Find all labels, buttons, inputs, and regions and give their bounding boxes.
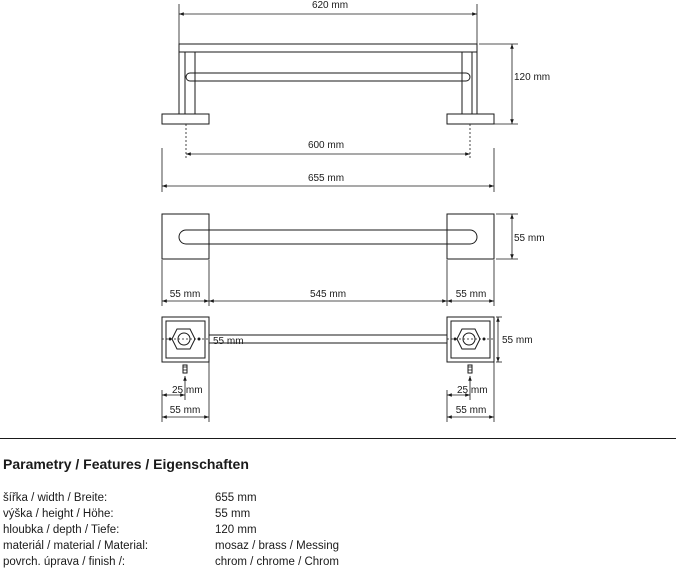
left-arm xyxy=(184,51,196,115)
right-base-inner xyxy=(450,320,491,359)
dim-label-inner: 600 mm xyxy=(308,140,344,151)
spec-label: šířka / width / Breite: xyxy=(3,492,108,504)
dim-label-hole-left: 25 mm xyxy=(172,385,203,396)
spec-label: materiál / material / Material: xyxy=(3,540,149,552)
dim-label-front-height: 55 mm xyxy=(514,233,545,244)
spec-row-depth: hloubka / depth / Tiefe: 120 mm xyxy=(3,522,415,538)
specs-title: Parametry / Features / Eigenschaften xyxy=(3,456,249,472)
dim-label-top-overall: 620 mm xyxy=(312,0,348,11)
top-view: 620 mm 120 mm 600 mm 655 mm xyxy=(161,0,550,192)
spec-label: povrch. úprava / finish /: xyxy=(3,556,126,568)
dim-label-base-left-inner: 55 mm xyxy=(213,336,244,347)
dim-label-plate-right: 55 mm xyxy=(456,405,487,416)
dim-label-plate-left: 55 mm xyxy=(170,405,201,416)
dim-label-left-mount: 55 mm xyxy=(170,289,201,300)
spec-value: 55 mm xyxy=(215,508,251,520)
right-screw-icon xyxy=(467,364,473,390)
spec-row-width: šířka / width / Breite: 655 mm xyxy=(3,490,415,506)
right-base xyxy=(446,113,495,125)
dim-label-right-mount: 55 mm xyxy=(456,289,487,300)
spec-value: chrom / chrome / Chrom xyxy=(215,556,339,568)
left-mount-plate xyxy=(161,213,210,260)
spec-value: 655 mm xyxy=(215,492,257,504)
left-base xyxy=(161,113,210,125)
spec-label: hloubka / depth / Tiefe: xyxy=(3,524,120,536)
spec-row-material: materiál / material / Material: mosaz / … xyxy=(3,538,415,554)
dim-label-hole-right: 25 mm xyxy=(457,385,488,396)
dim-label-total: 655 mm xyxy=(308,173,344,184)
dim-label-center-span: 545 mm xyxy=(310,289,346,300)
bar-top-edge xyxy=(178,43,478,53)
rod-left-end xyxy=(178,229,209,245)
left-screw-icon xyxy=(182,364,188,390)
spec-value: 120 mm xyxy=(215,524,257,536)
technical-drawing: 620 mm 120 mm 600 mm 655 mm xyxy=(161,0,550,422)
section-divider xyxy=(0,438,676,439)
left-base-inner xyxy=(165,320,206,359)
rod-right-end xyxy=(447,229,478,245)
right-mount-plate xyxy=(446,213,495,260)
towel-rod xyxy=(185,72,471,82)
spec-row-height: výška / height / Höhe: 55 mm xyxy=(3,506,415,522)
spec-value: mosaz / brass / Messing xyxy=(215,540,339,552)
dim-label-base-right: 55 mm xyxy=(502,335,533,346)
base-view: 55 mm 55 mm 25 mm 25 mm xyxy=(161,316,533,422)
specs-table: šířka / width / Breite: 655 mm výška / h… xyxy=(3,490,415,570)
dim-label-depth: 120 mm xyxy=(514,72,550,83)
spec-label: výška / height / Höhe: xyxy=(3,508,114,520)
front-view: 55 mm 55 mm 545 mm 55 mm xyxy=(161,213,545,306)
spec-row-finish: povrch. úprava / finish /: chrom / chrom… xyxy=(3,554,415,570)
right-arm xyxy=(461,51,473,115)
